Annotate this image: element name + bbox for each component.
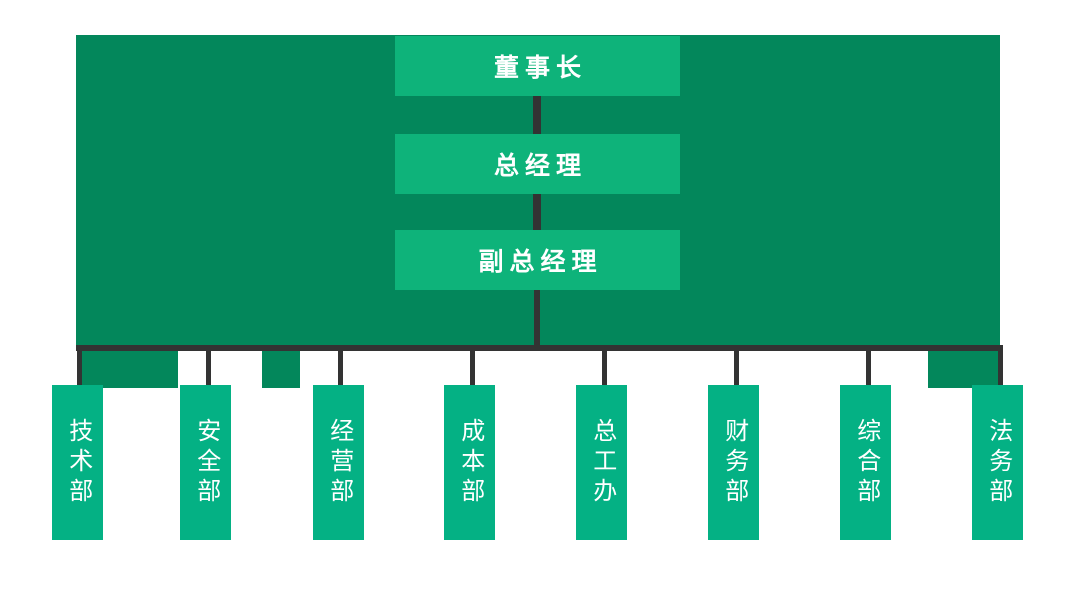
connector-drop-safety bbox=[206, 345, 211, 387]
exec-label-deputy-general-manager: 副总经理 bbox=[478, 248, 603, 276]
connector-chairman-to-gm bbox=[533, 96, 541, 134]
panel-tab-left bbox=[80, 348, 178, 388]
connector-drop-operations bbox=[338, 345, 343, 387]
dept-label-legal: 法务部 bbox=[984, 417, 1012, 508]
dept-box-finance[interactable]: 财务部 bbox=[708, 385, 759, 540]
dept-box-chief-engineer-office[interactable]: 总工办 bbox=[576, 385, 627, 540]
connector-bus-horizontal bbox=[76, 345, 1000, 351]
dept-label-general-affairs: 综合部 bbox=[852, 417, 880, 508]
dept-label-safety: 安全部 bbox=[192, 417, 220, 508]
connector-gm-to-deputy-gm bbox=[533, 194, 541, 230]
dept-label-cost: 成本部 bbox=[456, 417, 484, 508]
dept-label-technology: 技术部 bbox=[64, 417, 92, 508]
dept-box-safety[interactable]: 安全部 bbox=[180, 385, 231, 540]
connector-drop-technology bbox=[77, 345, 82, 387]
exec-label-chairman: 董事长 bbox=[493, 54, 587, 82]
dept-box-technology[interactable]: 技术部 bbox=[52, 385, 103, 540]
dept-box-general-affairs[interactable]: 综合部 bbox=[840, 385, 891, 540]
dept-box-legal[interactable]: 法务部 bbox=[972, 385, 1023, 540]
exec-label-general-manager: 总经理 bbox=[493, 152, 587, 180]
connector-drop-cost bbox=[470, 345, 475, 387]
exec-box-chairman[interactable]: 董事长 bbox=[395, 36, 680, 96]
dept-box-cost[interactable]: 成本部 bbox=[444, 385, 495, 540]
exec-box-general-manager[interactable]: 总经理 bbox=[395, 134, 680, 194]
dept-label-operations: 经营部 bbox=[325, 417, 353, 508]
dept-label-chief-engineer-office: 总工办 bbox=[588, 417, 616, 508]
dept-label-finance: 财务部 bbox=[720, 417, 748, 508]
panel-tab-mid bbox=[262, 348, 300, 388]
dept-box-operations[interactable]: 经营部 bbox=[313, 385, 364, 540]
connector-trunk-vertical bbox=[534, 290, 540, 348]
connector-drop-general-affairs bbox=[866, 345, 871, 387]
panel-tab-right bbox=[928, 348, 1000, 388]
connector-drop-legal bbox=[998, 345, 1003, 387]
exec-box-deputy-general-manager[interactable]: 副总经理 bbox=[395, 230, 680, 290]
connector-drop-finance bbox=[734, 345, 739, 387]
connector-drop-chief-engineer-office bbox=[602, 345, 607, 387]
